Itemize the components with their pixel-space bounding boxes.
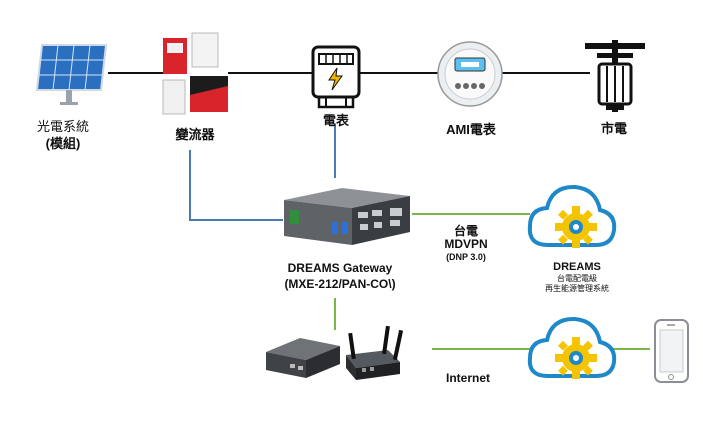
gateway-label-line1: DREAMS Gateway [287, 261, 393, 275]
smartphone-icon [654, 319, 689, 383]
inverter-label: 變流器 [175, 127, 215, 142]
utility-pole-icon [585, 40, 645, 112]
dreams-subtitle-1: 台電配電級 [557, 274, 597, 283]
line-inverter-gateway [189, 150, 283, 221]
gateway-label-line2: (MXE-212/PAN-CO\) [284, 277, 396, 291]
dreams-title: DREAMS [553, 261, 601, 273]
mini-pc-icon [266, 338, 340, 378]
solar-panel-icon [35, 44, 108, 105]
internet-label: Internet [445, 371, 490, 385]
mdvpn-label-line2: MDVPN [444, 237, 488, 251]
mdvpn-label: 台電 MDVPN (DNP 3.0) [436, 225, 496, 263]
grid-label: 市電 [600, 121, 627, 136]
gateway-device-icon [284, 188, 410, 245]
dreams-subtitle-2: 再生能源管理系統 [545, 284, 609, 293]
electric-meter-icon [311, 45, 361, 109]
connection-lines [108, 72, 650, 350]
inverter-icon [162, 32, 228, 115]
solar-label-line2: (模組) [45, 136, 81, 151]
ami-label: AMI電表 [446, 122, 496, 137]
mdvpn-label-line1: 台電 [453, 224, 478, 238]
gateway-label: DREAMS Gateway (MXE-212/PAN-CO\) [270, 260, 410, 292]
mdvpn-label-line3: (DNP 3.0) [446, 252, 486, 262]
cloud-gear-icon [527, 184, 617, 248]
cloud-gear-icon [527, 316, 617, 379]
solar-label: 光電系統 (模組) [28, 118, 98, 152]
meter-label: 電表 [322, 113, 349, 128]
dreams-label: DREAMS 台電配電級 再生能源管理系統 [535, 261, 619, 294]
ami-meter-icon [437, 41, 503, 107]
solar-label-line1: 光電系統 [36, 119, 89, 134]
router-icon [346, 325, 404, 380]
